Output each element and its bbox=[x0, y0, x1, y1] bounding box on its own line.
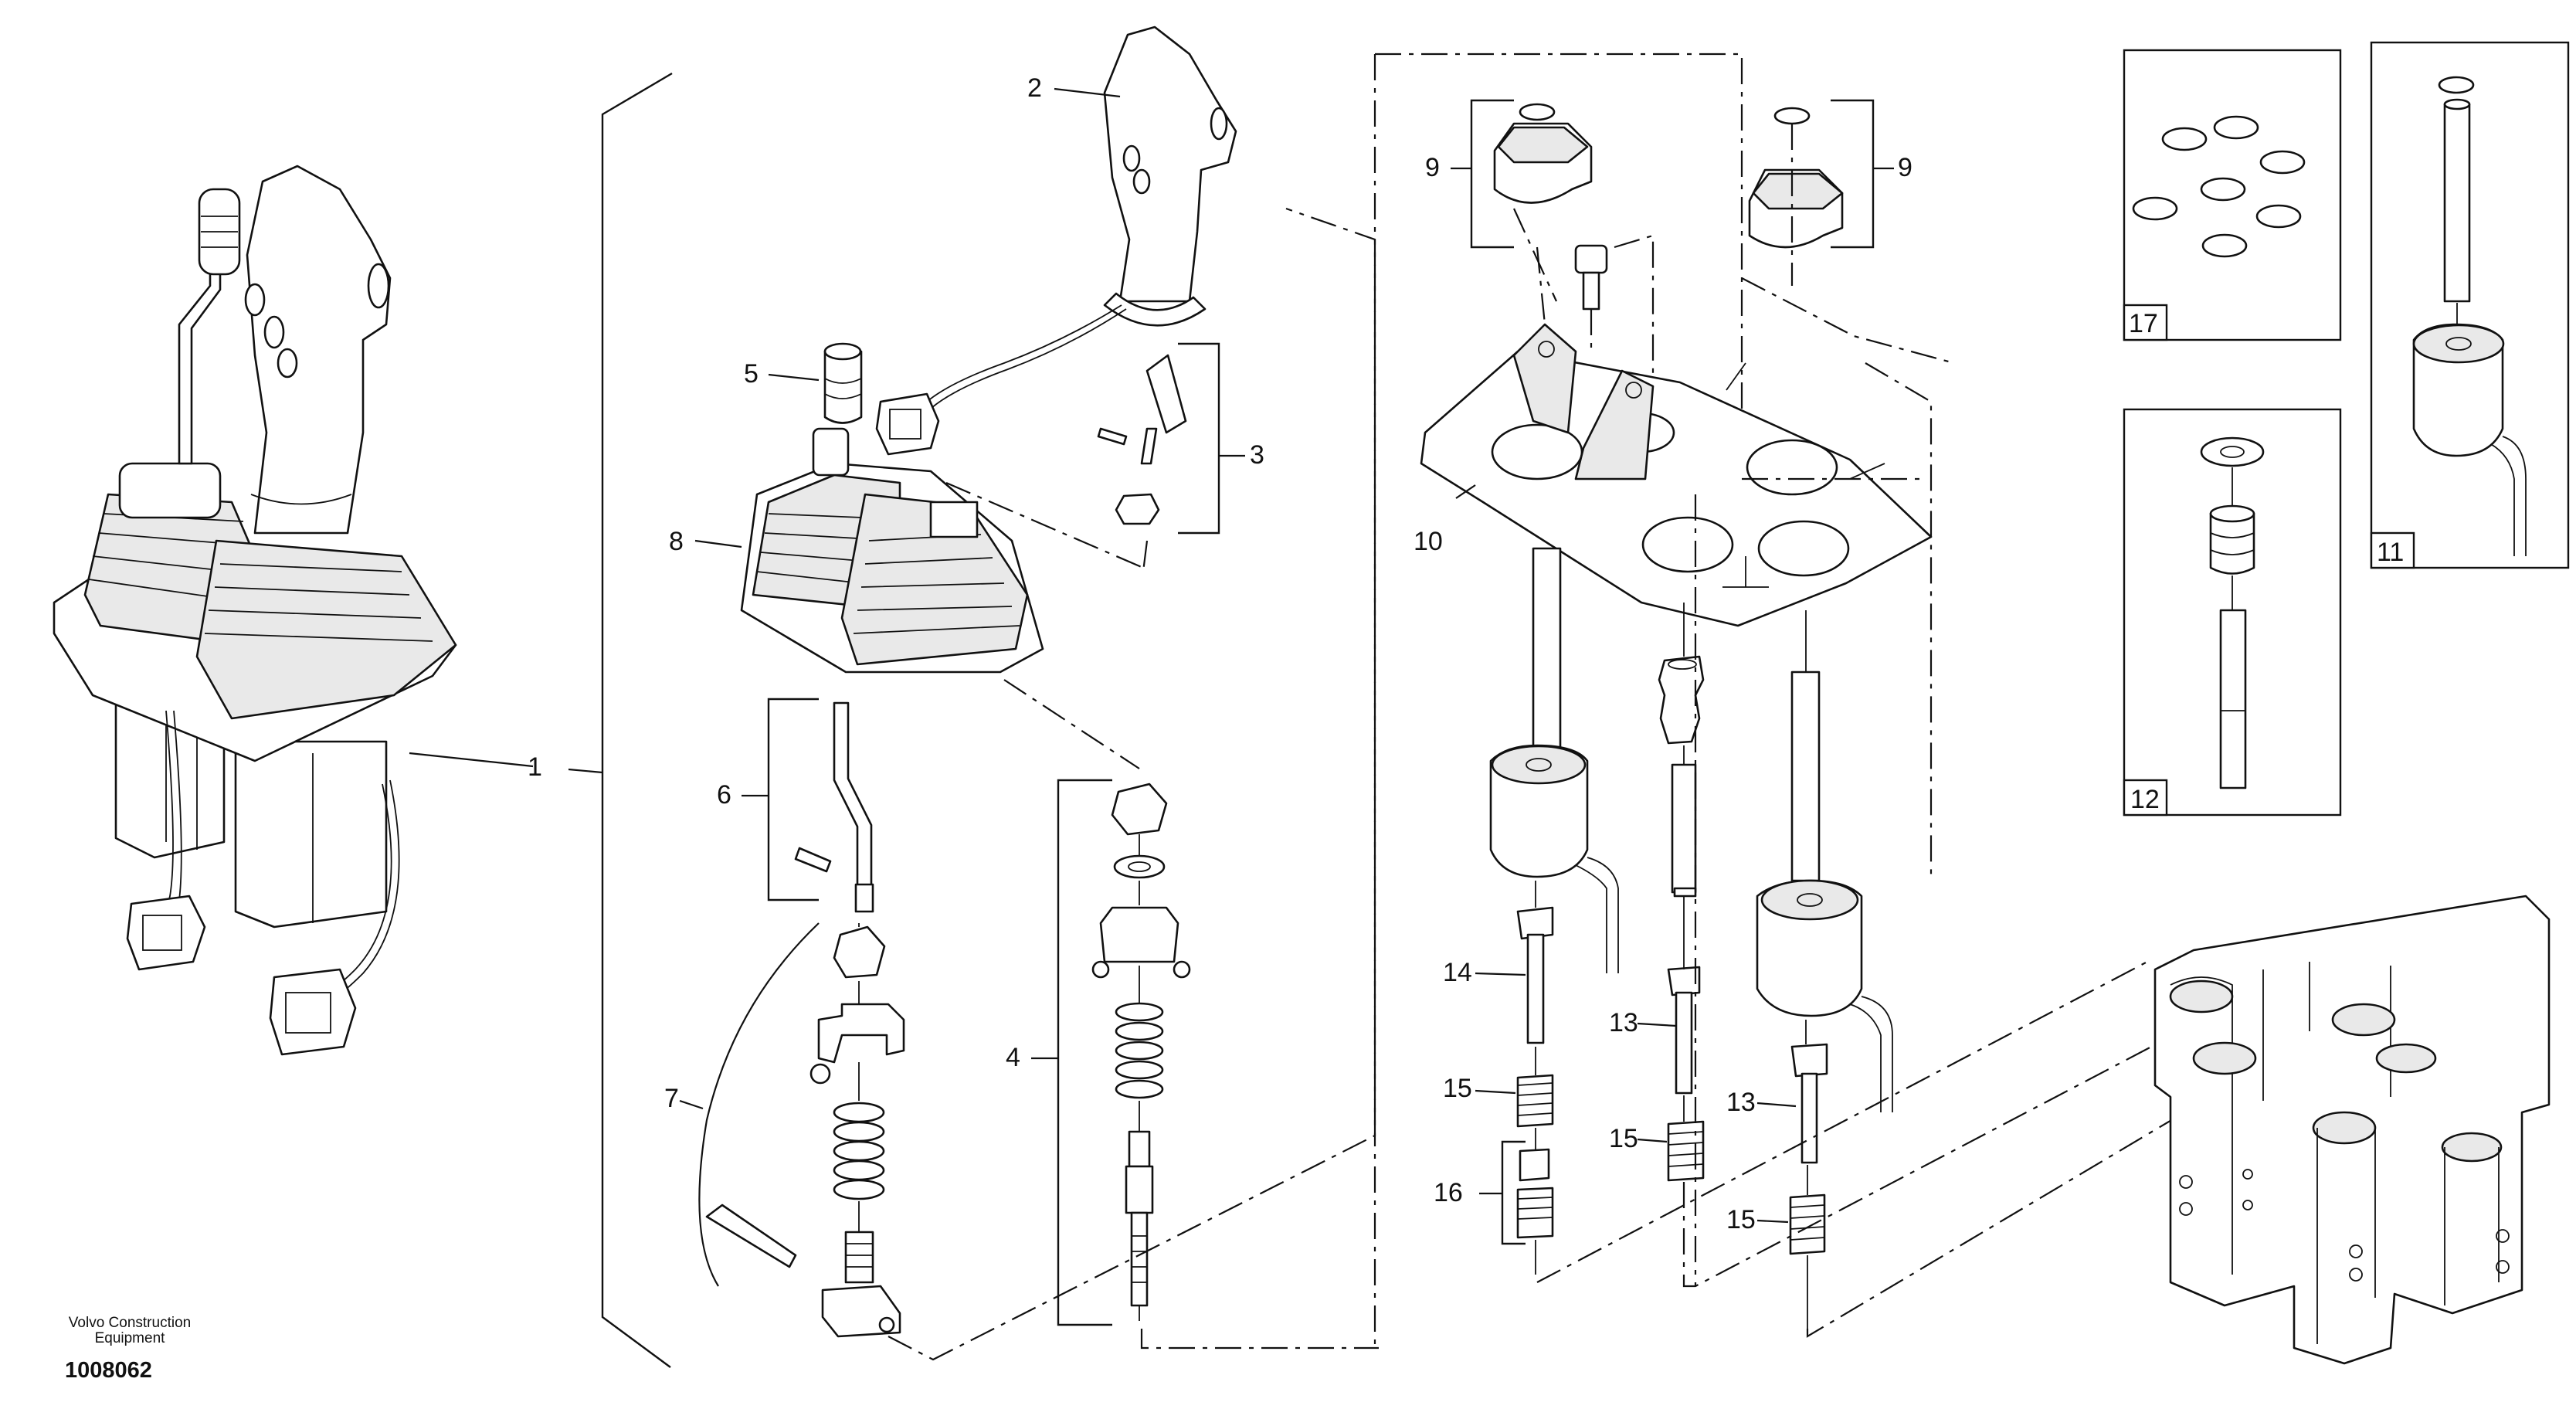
handle-part-2 bbox=[926, 25, 1237, 409]
callout-14: 14 bbox=[1443, 958, 1472, 987]
callout-9-left: 9 bbox=[1425, 153, 1440, 182]
callout-13-b: 13 bbox=[1726, 1088, 1756, 1117]
callout-9-right: 9 bbox=[1898, 153, 1912, 182]
callout-4: 4 bbox=[1006, 1043, 1020, 1072]
spring-stack-part-7 bbox=[705, 925, 905, 1338]
box-17-label: 17 bbox=[2129, 309, 2158, 338]
callout-8: 8 bbox=[669, 527, 684, 556]
valve-housing bbox=[2153, 895, 2551, 1365]
callout-3: 3 bbox=[1250, 440, 1264, 470]
drawing-number: 1008062 bbox=[65, 1358, 152, 1383]
sleeve-part-5 bbox=[823, 342, 863, 424]
callout-15-a: 15 bbox=[1443, 1074, 1472, 1103]
inset-box-17: 17 bbox=[2123, 49, 2342, 341]
joystick-assembly-illustration bbox=[53, 165, 457, 1056]
callout-5: 5 bbox=[744, 359, 759, 389]
valve-column-right bbox=[1756, 671, 1893, 1255]
brand-line-2: Equipment bbox=[94, 1330, 165, 1346]
box-11-label: 11 bbox=[2377, 538, 2404, 567]
valve-column-middle bbox=[1658, 655, 1705, 1182]
brand-line-1: Volvo Construction bbox=[68, 1315, 192, 1331]
plunger-stack-part-4 bbox=[1091, 783, 1191, 1307]
boot-part-8 bbox=[740, 427, 1044, 674]
callout-10: 10 bbox=[1414, 527, 1443, 556]
callout-6: 6 bbox=[717, 780, 731, 810]
brand-caption: Volvo Construction Equipment bbox=[45, 1316, 215, 1346]
bent-shaft-part-6 bbox=[794, 701, 874, 913]
handle-connector bbox=[875, 392, 940, 456]
actuator-part-9-right bbox=[1748, 107, 1844, 249]
inset-box-12: 12 bbox=[2123, 408, 2342, 817]
screw bbox=[1574, 244, 1608, 311]
plate-part-10 bbox=[1420, 323, 1933, 627]
callout-16: 16 bbox=[1434, 1178, 1463, 1207]
callout-13-a: 13 bbox=[1609, 1008, 1638, 1037]
inset-box-11: 11 bbox=[2370, 41, 2570, 569]
callout-15-b: 15 bbox=[1609, 1124, 1638, 1153]
callout-15-c: 15 bbox=[1726, 1205, 1756, 1234]
box-12-label: 12 bbox=[2130, 785, 2160, 814]
pin-nut-part-3 bbox=[1097, 354, 1187, 525]
valve-column-left bbox=[1489, 547, 1619, 1239]
callout-1: 1 bbox=[528, 752, 542, 782]
callout-7: 7 bbox=[664, 1084, 679, 1113]
actuator-part-9-left bbox=[1493, 103, 1593, 204]
callout-2: 2 bbox=[1027, 73, 1042, 103]
